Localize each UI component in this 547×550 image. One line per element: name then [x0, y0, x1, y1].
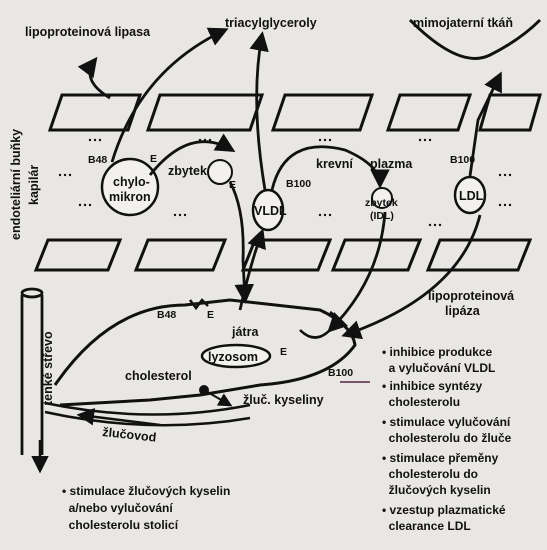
extrahepatic-tissue-label: mimojaterní tkáň: [413, 16, 513, 30]
blood-plasma-label-1: krevní: [316, 157, 353, 171]
right-note-line: clearance LDL: [382, 519, 471, 533]
lipoprotein-lipase-bottom-label-1: lipoproteinová: [428, 289, 514, 303]
remnant-label: zbytek: [168, 164, 207, 178]
triacylglycerol-label: triacylglyceroly: [225, 16, 317, 30]
b100-vldl-label: B100: [286, 178, 311, 190]
right-note-line: cholesterolu do: [382, 467, 478, 481]
e-liver-left-label: E: [207, 309, 214, 321]
right-note-line: a vylučování VLDL: [382, 361, 495, 375]
capillary-label: kapilár: [27, 165, 41, 205]
right-notes: • inhibice produkce a vylučování VLDL • …: [382, 345, 512, 533]
right-note-line: • vzestup plazmatické: [382, 503, 506, 517]
lipoprotein-lipase-bottom-label-2: lipáza: [445, 304, 481, 318]
right-note-line: • inhibice syntézy: [382, 379, 483, 393]
liver-receptor-b48: [190, 300, 208, 308]
b100-receptor-label: B100: [328, 367, 353, 379]
right-note-line: • stimulace vylučování: [382, 415, 511, 429]
bottom-note-line: cholesterolu stolicí: [62, 518, 179, 532]
idl-remnant-label-1: zbytek: [365, 197, 398, 209]
right-note-line: cholesterolu do žluče: [382, 431, 512, 445]
idl-remnant-label-2: (IDL): [370, 210, 394, 222]
bottom-note-line: a/nebo vylučování: [62, 501, 173, 515]
b48-apoprotein-label: B48: [88, 154, 107, 166]
small-intestine-label: tenké střevo: [41, 331, 55, 405]
bile-duct-lines: [45, 403, 250, 425]
right-note-line: • stimulace přeměny: [382, 451, 499, 465]
bottom-note-line: • stimulace žlučových kyselin: [62, 484, 230, 498]
lysosome-label: lyzosom: [208, 350, 258, 364]
chylomicron-label-2: mikron: [109, 190, 151, 204]
chylomicron-label-1: chylo-: [113, 175, 150, 189]
right-note-line: cholesterolu: [382, 395, 460, 409]
e-apoprotein-remnant-label: E: [229, 179, 236, 191]
vldl-label: VLDL: [254, 204, 287, 218]
ldl-label: LDL: [459, 189, 484, 203]
right-note-line: • inhibice produkce: [382, 345, 493, 359]
endothelial-cells-top-row: [50, 95, 540, 130]
blood-plasma-label-2: plazma: [370, 157, 413, 171]
bile-acids-label: žluč. kyseliny: [243, 393, 324, 407]
small-intestine-tube: [22, 289, 42, 455]
bottom-notes: • stimulace žlučových kyselin a/nebo vyl…: [62, 484, 230, 532]
lipoprotein-lipase-top-label: lipoproteinová lipasa: [25, 25, 151, 39]
liver-label: játra: [231, 325, 259, 339]
cholesterol-label: cholesterol: [125, 369, 192, 383]
endothelial-label: endoteliární buňky: [9, 129, 23, 240]
e-receptor-label: E: [280, 346, 287, 358]
b48-liver-label: B48: [157, 309, 176, 321]
bile-duct-label: žlučovod: [102, 425, 157, 445]
right-note-line: žlučových kyselin: [382, 483, 491, 497]
b100-ldl-label: B100: [450, 154, 475, 166]
e-apoprotein-chylo-label: E: [150, 153, 157, 165]
